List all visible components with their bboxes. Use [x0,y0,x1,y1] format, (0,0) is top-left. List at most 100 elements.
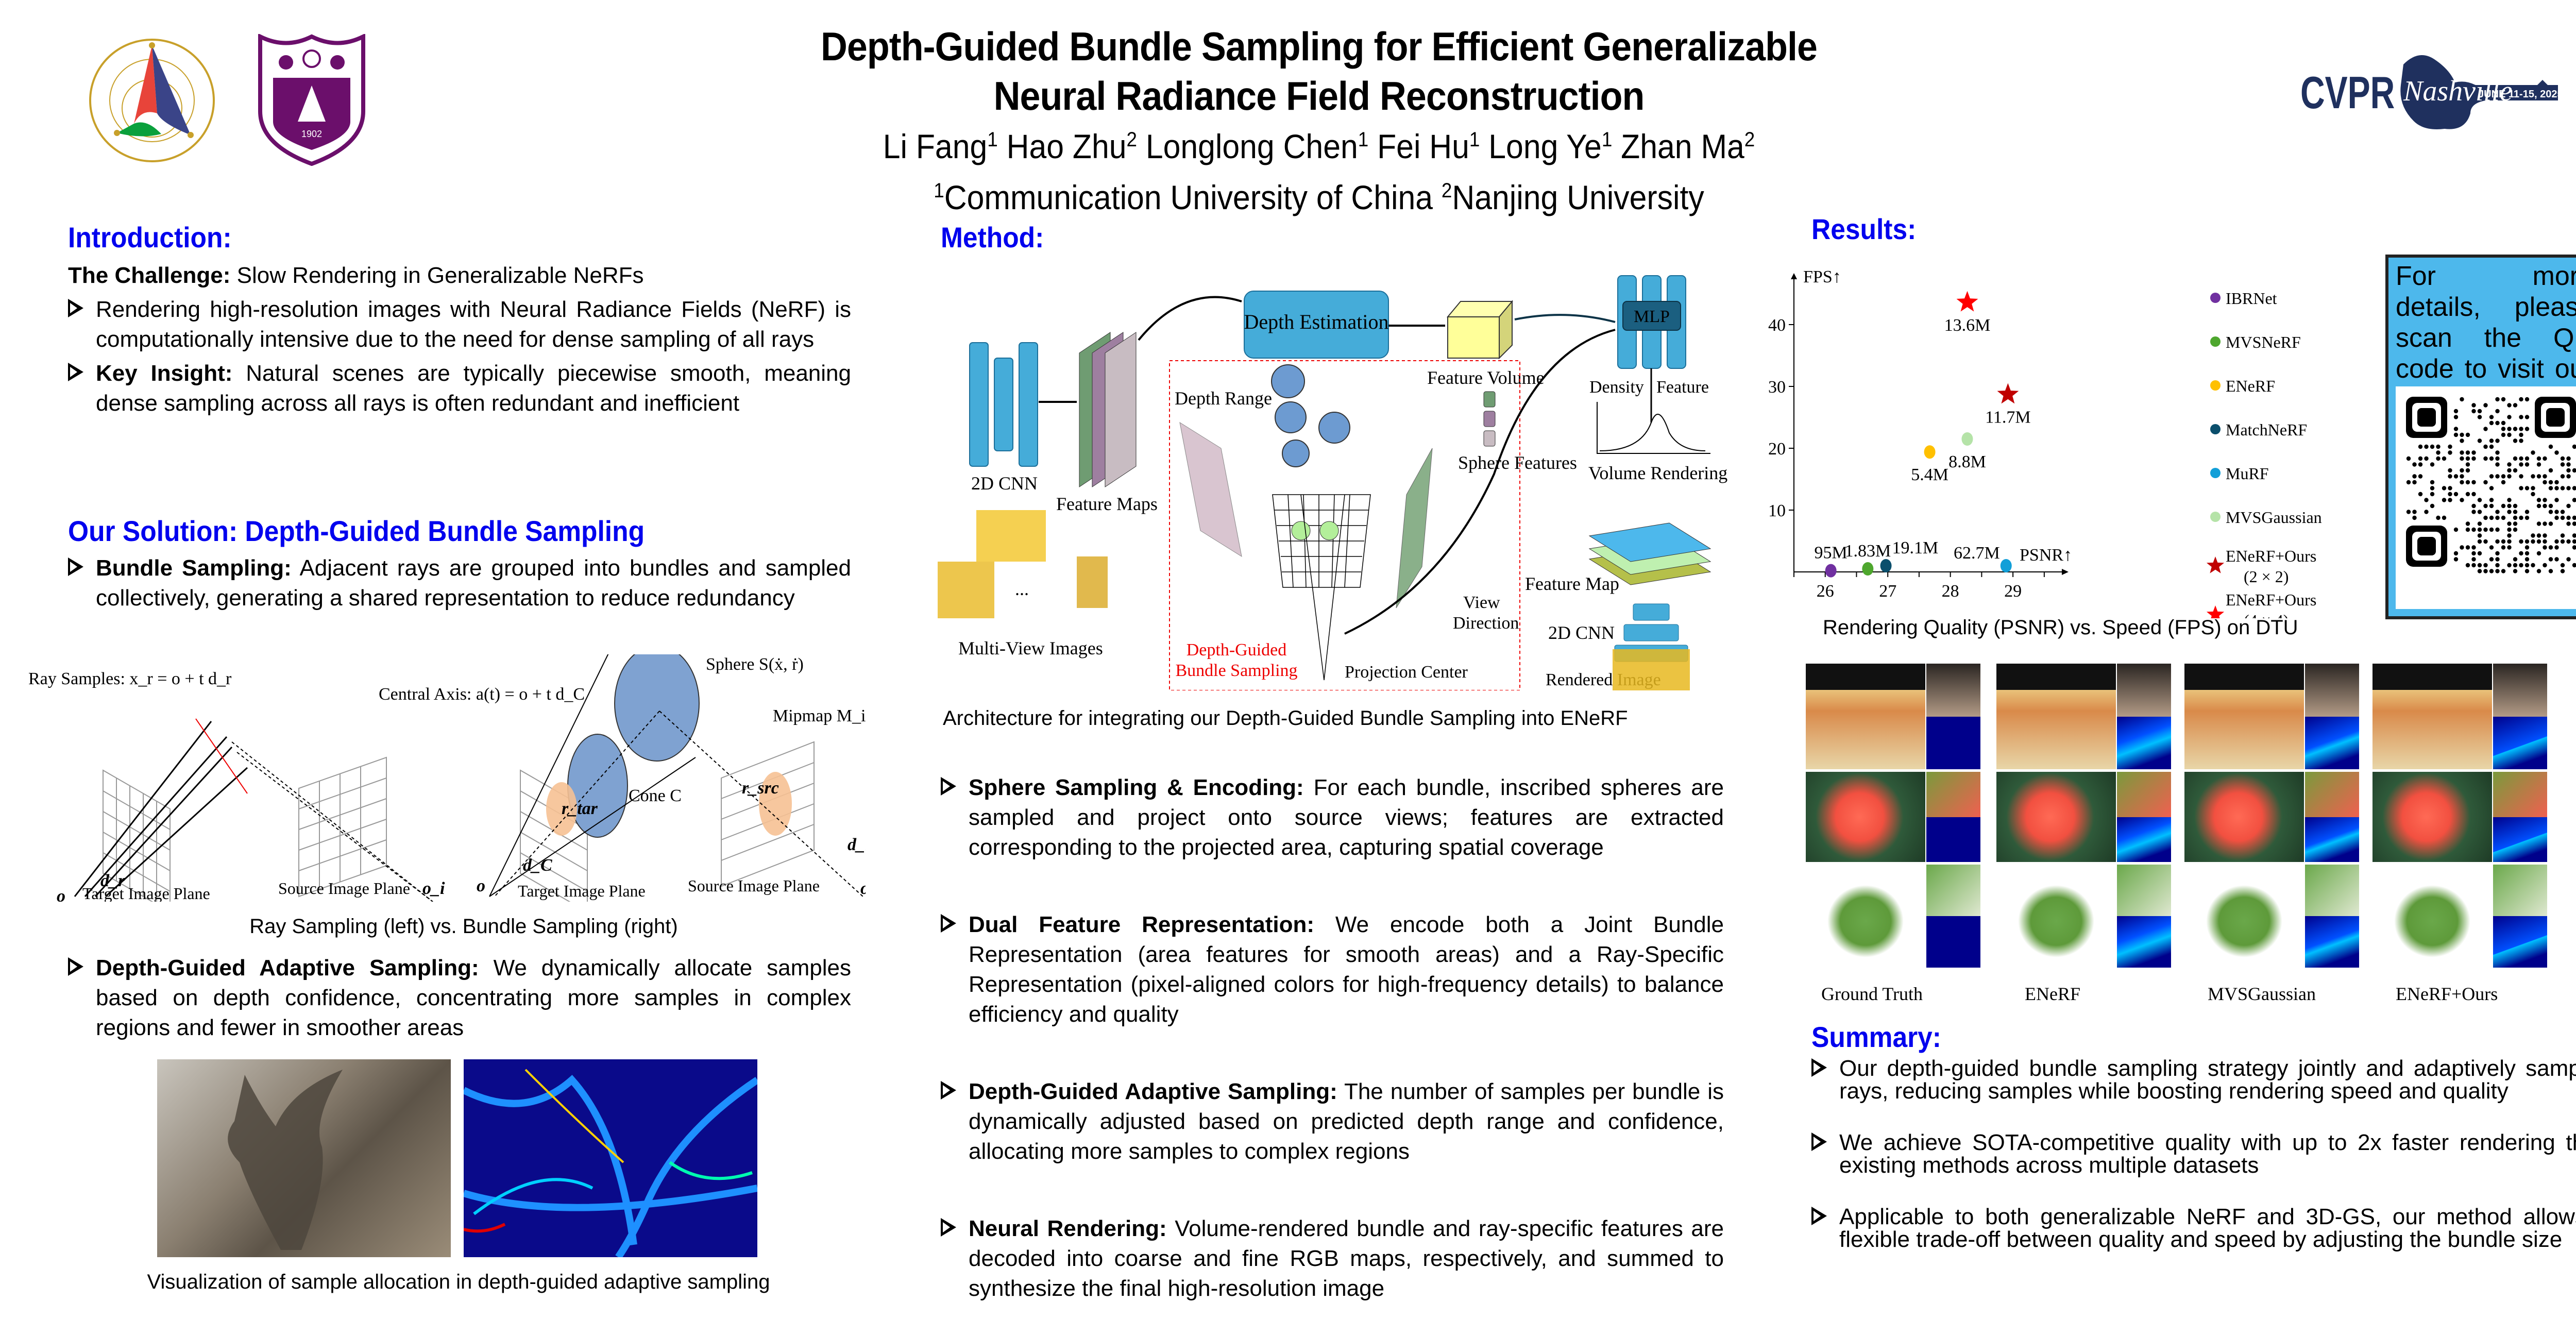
legend-label: MVSGaussian [2226,508,2322,527]
error-map [2117,916,2171,968]
x-axis-arrow-icon [2062,569,2069,575]
feature-map-label: Feature Map [1525,573,1619,594]
error-map [2305,817,2359,862]
target-plane-label-right: Target Image Plane [518,882,646,900]
github-qr-box[interactable]: For more details, please scan the QR cod… [2385,255,2576,619]
bundle-sampling-label-2: Bundle Sampling [1175,661,1297,680]
arrow-bullet-icon [68,299,83,317]
x-tick-label: 26 [1817,582,1834,601]
data-label: 11.7M [1985,408,2030,427]
chart-caption: Rendering Quality (PSNR) vs. Speed (FPS)… [1823,616,2298,639]
legend-label: ENeRF+Ours [2226,590,2316,609]
logo-nju: 1902 [258,33,366,166]
legend-circle-icon [2210,380,2221,391]
x-tick-label: 27 [1879,582,1896,601]
method-bullet: Neural Rendering: Volume-rendered bundle… [941,1214,1724,1304]
data-label: 62.7M [1954,544,2000,563]
arrow-bullet-icon [941,1081,956,1100]
data-label: 1.83M [1844,542,1891,561]
qr-code-icon[interactable] [2396,386,2576,609]
zoom-crop [2493,772,2547,817]
label-mvsgaussian: MVSGaussian [2208,984,2316,1004]
oi-label-right: o_i [860,879,866,898]
feature-volume-label: Feature Volume [1427,367,1545,388]
comparison-image [1996,865,2116,968]
comparison-labels: Ground Truth ENeRF MVSGaussian ENeRF+Our… [1806,983,2568,1009]
source-plane-label-left: Source Image Plane [278,879,410,898]
x-axis-label: PSNR↑ [2020,546,2072,565]
data-label: 19.1M [1892,538,1939,557]
summary-heading: Summary: [1811,1021,1941,1053]
data-point [2000,559,2012,572]
author: Hao Zhu2 [1006,127,1137,165]
arrow-bullet-icon [68,557,83,576]
author: Fei Hu1 [1377,127,1480,165]
legend-circle-icon [2210,468,2221,478]
ellipsis-label: ... [1015,579,1029,599]
y-tick-label: 30 [1768,378,1786,397]
y-tick-label: 20 [1768,439,1786,459]
legend-label: MuRF [2226,464,2269,483]
comparison-image [1806,664,1925,769]
multi-view-label: Multi-View Images [958,638,1103,658]
title-line-2: Neural Radiance Field Reconstruction [993,73,1645,119]
cvpr-dates: JUNE 11-15, 2025 [2478,89,2563,100]
view-direction-label: View [1463,593,1500,612]
method-bullets: Sphere Sampling & Encoding: For each bun… [941,773,1724,1304]
author: Li Fang1 [883,127,998,165]
x-tick-label: 29 [2004,582,2022,601]
source-plane-label-right: Source Image Plane [688,876,820,895]
comparison-image [2184,664,2304,769]
central-axis-label: Central Axis: a(t) = o + t d_C [379,685,585,704]
dc-label: d_C [523,856,552,875]
legend-circle-icon [2210,336,2221,347]
oi-label-left: o_i [422,879,445,898]
comparison-image [2372,664,2492,769]
comparison-image [2184,772,2304,862]
y-tick-label: 40 [1768,316,1786,335]
data-label: 5.4M [1911,465,1948,484]
arrow-bullet-icon [1811,1058,1827,1077]
method-bullet: Depth-Guided Adaptive Sampling: The numb… [941,1077,1724,1166]
error-map [2117,817,2171,862]
zoom-crop [2493,865,2547,916]
ray-samples-label: Ray Samples: x_r = o + t d_r [28,669,232,688]
data-label: 95M [1815,544,1848,563]
sphere-features-label: Sphere Features [1458,452,1577,473]
comparison-image [2184,865,2304,968]
zoom-crop [1926,865,1980,916]
dr-label: d_r [100,871,125,890]
results-heading: Results: [1811,213,1917,245]
figure1-caption: Ray Sampling (left) vs. Bundle Sampling … [249,915,678,938]
affiliation: 1Communication University of China [934,178,1433,216]
comparison-image [1806,772,1925,862]
y-tick-label: 10 [1768,501,1786,520]
poster-title: Depth-Guided Bundle Sampling for Efficie… [674,22,1963,121]
error-map [2493,716,2547,769]
feature-label: Feature [1656,378,1709,397]
label-enerf-ours: ENeRF+Ours [2396,984,2498,1004]
cnn-out-label: 2D CNN [1548,622,1615,643]
qualitative-comparison [1806,664,2568,968]
zoom-crop [2117,664,2171,717]
target-plane-label-left: Target Image Plane [82,884,210,902]
density-label: Density [1589,378,1644,397]
error-map [2117,716,2171,769]
data-label: 13.6M [1944,316,1991,335]
zoom-crop [1926,772,1980,817]
summary-bullet: Our depth-guided bundle sampling strateg… [1811,1057,2576,1103]
mlp-label: MLP [1634,307,1670,326]
legend-star-icon [2206,605,2225,622]
nju-year: 1902 [301,129,322,139]
arrow-bullet-icon [941,914,956,933]
comparison-image [2372,865,2492,968]
zoom-crop [2305,664,2359,717]
volume-rendering-label: Volume Rendering [1588,463,1727,483]
author-list: Li Fang1 Hao Zhu2 Longlong Chen1 Fei Hu1… [674,117,1963,168]
bundle-sampling-label-1: Depth-Guided [1187,640,1287,660]
ray-vs-bundle-figure: Ray Samples: x_r = o + t d_r o d_r Targe… [10,644,883,913]
arrow-bullet-icon [1811,1132,1827,1151]
arrow-bullet-icon [941,777,956,796]
comparison-image [1996,664,2116,769]
data-point [1961,432,1973,446]
